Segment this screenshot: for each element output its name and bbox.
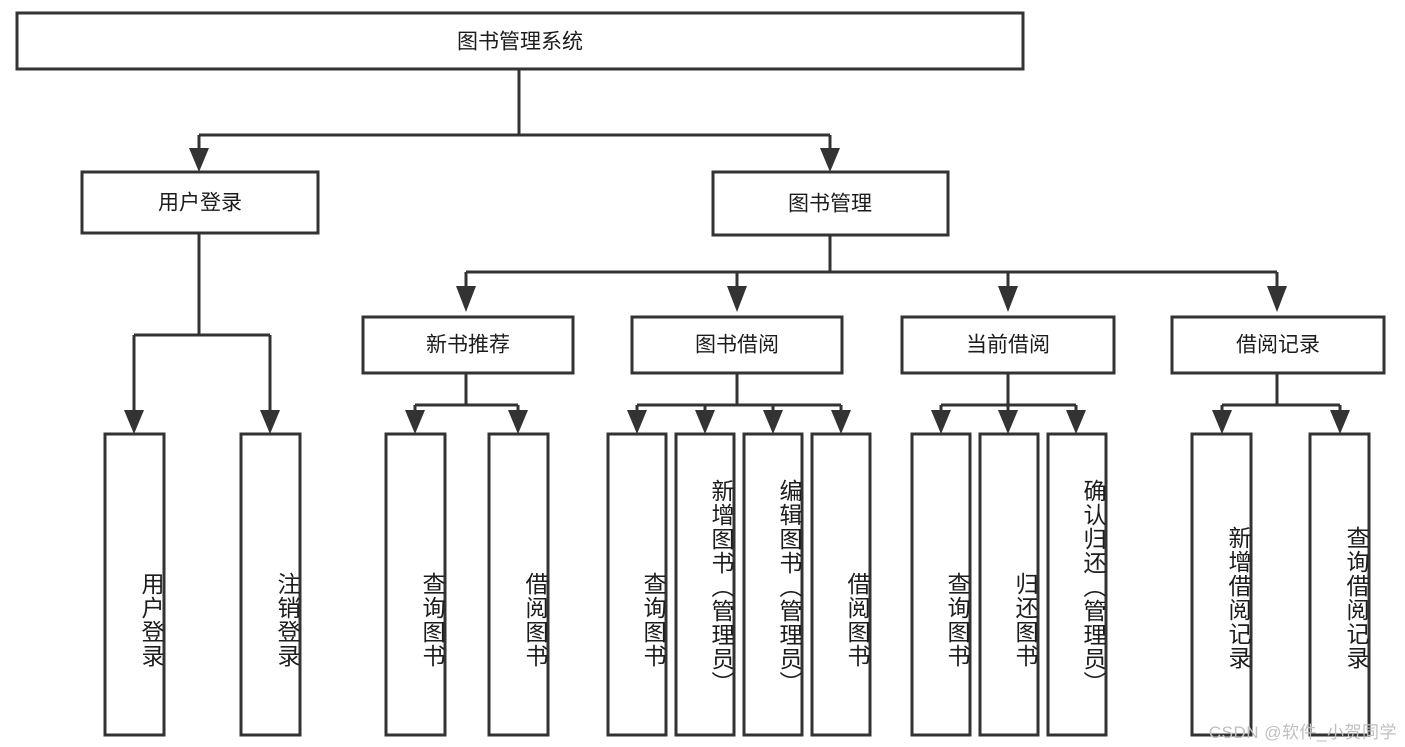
node-new-book-recommend-label: 新书推荐: [426, 334, 510, 357]
leaf-current-return-book-box[interactable]: [978, 432, 1040, 737]
arrow-to-book-borrow: [727, 286, 747, 312]
leaf-current-query-book-box[interactable]: [910, 432, 972, 737]
leaf-borrow-edit-book-box[interactable]: [742, 432, 804, 737]
connector-layer: [124, 69, 1350, 434]
leaf-borrow-add-book-box[interactable]: [674, 432, 736, 737]
arrow-to-current-leaf1: [931, 410, 951, 434]
node-book-borrow-label: 图书借阅: [695, 334, 779, 357]
node-root-label: 图书管理系统: [457, 31, 583, 54]
node-borrow-record-box[interactable]: [1170, 315, 1386, 375]
arrow-to-rec-leaf1: [405, 410, 425, 434]
node-layer: 图书管理系统 用户登录 图书管理 新书推荐 图书借阅 当前借阅 借阅记录: [15, 11, 1386, 737]
leaf-record-query-box[interactable]: [1308, 432, 1371, 737]
arrow-to-borrow-leaf2: [695, 410, 715, 434]
node-borrow-record-label: 借阅记录: [1236, 334, 1320, 357]
arrow-to-borrow-leaf4: [831, 410, 851, 434]
watermark-text: CSDN @软件_小贺同学: [1208, 723, 1397, 742]
leaf-user-login-box[interactable]: [103, 432, 166, 737]
arrow-to-new-book-recommend: [456, 286, 476, 312]
arrow-to-current-leaf2: [998, 410, 1018, 434]
leaf-borrow-query-book-box[interactable]: [606, 432, 668, 737]
leaf-rec-borrow-book-box[interactable]: [487, 432, 550, 737]
node-user-login-box[interactable]: [80, 170, 320, 235]
arrow-to-borrow-leaf3: [763, 410, 783, 434]
leaf-logout-box[interactable]: [239, 432, 302, 737]
arrow-to-book-management: [820, 148, 840, 172]
node-book-management-box[interactable]: [711, 170, 950, 237]
node-user-login-label: 用户登录: [158, 192, 242, 215]
leaf-current-confirm-return-box[interactable]: [1046, 432, 1108, 737]
node-book-borrow-box[interactable]: [630, 315, 844, 375]
node-new-book-recommend-box[interactable]: [361, 315, 575, 375]
node-book-management-label: 图书管理: [788, 193, 872, 216]
arrow-to-record-leaf2: [1330, 410, 1350, 434]
arrow-to-current-borrow: [998, 286, 1018, 312]
leaf-record-add-box[interactable]: [1190, 432, 1253, 737]
node-current-borrow-box[interactable]: [900, 315, 1116, 375]
arrow-to-leaf-logout: [260, 410, 280, 434]
arrow-to-record-leaf1: [1212, 410, 1232, 434]
leaf-borrow-borrow-book-box[interactable]: [810, 432, 872, 737]
arrow-to-borrow-leaf1: [627, 410, 647, 434]
node-current-borrow-label: 当前借阅: [966, 334, 1050, 357]
arrow-to-current-leaf3: [1066, 410, 1086, 434]
leaf-rec-query-book-box[interactable]: [384, 432, 447, 737]
arrow-to-leaf-user-login: [124, 410, 144, 434]
arrow-to-rec-leaf2: [508, 410, 528, 434]
node-root-box[interactable]: [15, 11, 1025, 71]
arrow-to-borrow-record: [1267, 286, 1287, 312]
arrow-to-user-login: [189, 148, 209, 172]
